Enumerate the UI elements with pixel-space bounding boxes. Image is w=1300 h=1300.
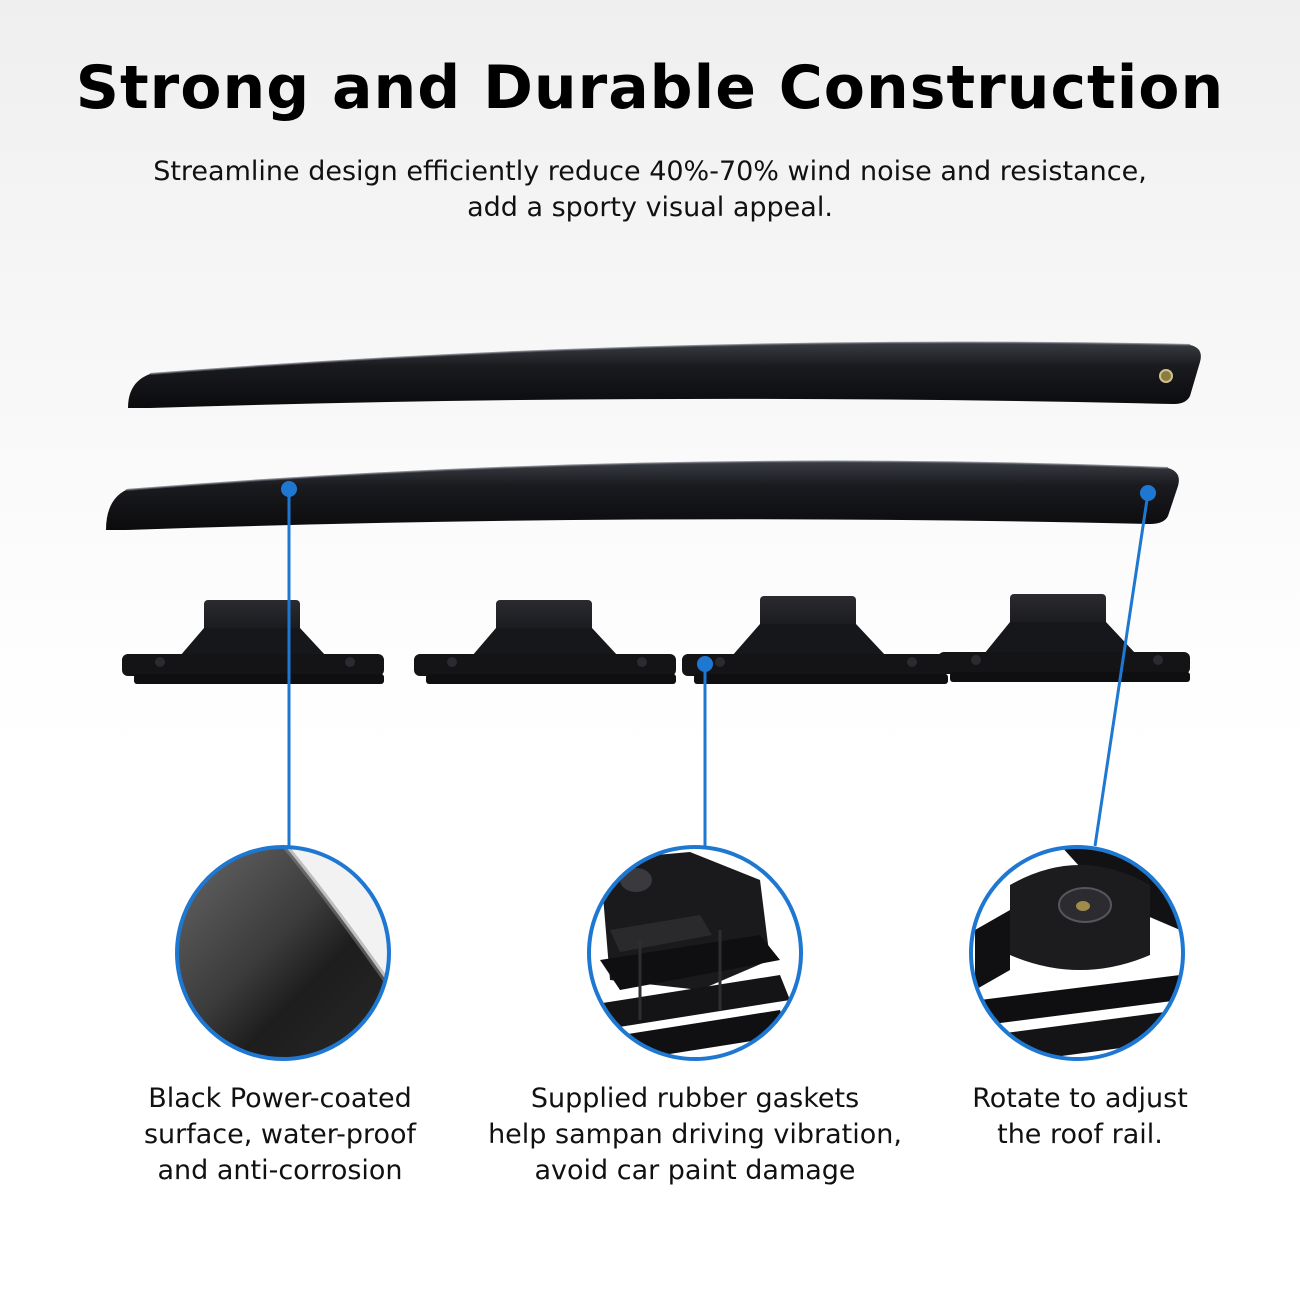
feature-caption-coating: Black Power-coated surface, water-proof … xyxy=(110,1081,450,1189)
subtitle-line: add a sporty visual appeal. xyxy=(467,192,833,223)
caption-line: Black Power-coated xyxy=(148,1083,412,1114)
mounting-foot xyxy=(938,594,1190,682)
caption-line: help sampan driving vibration, xyxy=(488,1119,902,1150)
mounting-foot xyxy=(414,600,676,684)
roof-rail-top xyxy=(128,341,1201,408)
caption-line: surface, water-proof xyxy=(143,1119,417,1150)
mounting-foot xyxy=(682,596,948,684)
caption-line: and anti-corrosion xyxy=(157,1155,403,1186)
callout-dot xyxy=(697,656,713,672)
rubber-gasket-closeup-icon xyxy=(587,845,803,1061)
page-title: Strong and Durable Construction xyxy=(75,53,1225,123)
screw-hole-icon xyxy=(1159,369,1173,383)
callout-dot xyxy=(281,481,297,497)
roof-rail-bottom xyxy=(106,460,1179,530)
textured-surface-closeup-icon xyxy=(175,845,391,1061)
mounting-foot xyxy=(122,600,384,684)
callout-dot xyxy=(1140,485,1156,501)
feature-caption-gaskets: Supplied rubber gaskets help sampan driv… xyxy=(470,1081,920,1189)
caption-line: Supplied rubber gaskets xyxy=(530,1083,860,1114)
caption-line: Rotate to adjust xyxy=(972,1083,1188,1114)
caption-line: avoid car paint damage xyxy=(534,1155,856,1186)
caption-line: the roof rail. xyxy=(997,1119,1163,1150)
feature-caption-rotate: Rotate to adjust the roof rail. xyxy=(935,1081,1225,1153)
rotate-adjust-closeup-icon xyxy=(969,845,1185,1061)
callout-lines xyxy=(287,489,1150,847)
subtitle-line: Streamline design efficiently reduce 40%… xyxy=(153,156,1147,187)
page-subtitle: Streamline design efficiently reduce 40%… xyxy=(0,154,1300,226)
